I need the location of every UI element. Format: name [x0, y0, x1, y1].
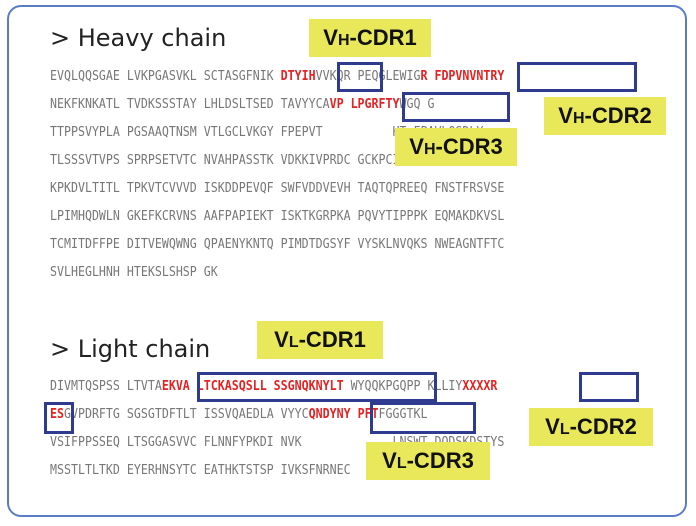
heavy-sequence-row: TCMITDFFPE DITVEWQWNG QPAENYKNTQ PIMDTDG… [50, 230, 600, 258]
heavy-sequence-row: KPKDVLTITL TPKVTCVVVD ISKDDPEVQF SWFVDDV… [50, 174, 600, 202]
light-sequence-segment: MSSTLTLTKD EYERHNSYTC EATHKTSTSP IVKSFNR… [50, 462, 351, 478]
vl-cdr3-label: VL-CDR3 [366, 442, 490, 480]
vh-cdr1-label: VH-CDR1 [309, 19, 431, 57]
vh-cdr2-label: VH-CDR2 [544, 97, 666, 135]
vl-cdr1-box [197, 372, 437, 402]
vh-cdr1-box [337, 62, 383, 92]
heavy-sequence-row: TTPPSVYPLA PGSAAQTNSM VTLGCLVKGY FPEPVT … [50, 118, 600, 146]
vh-cdr3-label: VH-CDR3 [395, 128, 517, 166]
vl-cdr2-box-b [44, 402, 74, 434]
heavy-sequence-segment: LPIMHQDWLN GKEFKCRVNS AAFPAPIEKT ISKTKGR… [50, 208, 505, 224]
light-cdr-sequence: ES [50, 406, 64, 422]
light-sequence-row: VSIFPPSSEQ LTSGGASVVC FLNNFYPKDI NVK LNS… [50, 428, 600, 456]
heavy-sequence-segment: VVKQR PEQGLEWIG [315, 68, 421, 84]
heavy-sequence-segment: TTPPSVYPLA PGSAAQTNSM VTLGCLVKGY FPEPVT [50, 124, 323, 140]
heavy-sequence-row: NEKFKNKATL TVDKSSSTAY LHLDSLTSED TAVYYCA… [50, 90, 600, 118]
heavy-cdr-sequence: R FDPVNVNTRY [420, 68, 505, 84]
light-sequence-segment: DIVMTQSPSS LTVTA [50, 378, 162, 394]
vl-cdr2-label: VL-CDR2 [529, 408, 653, 446]
heavy-sequence-segment: TCMITDFFPE DITVEWQWNG QPAENYKNTQ PIMDTDG… [50, 236, 505, 252]
light-sequence-segment: GVPDRFTG SGSGTDFTLT ISSVQAEDLA VYYC [63, 406, 309, 422]
vl-cdr3-box [370, 402, 476, 434]
light-sequence-row: DIVMTQSPSS LTVTAEKVA LTCKASQSLL SSGNQKNY… [50, 372, 600, 400]
heavy-chain-heading: > Heavy chain [50, 24, 227, 52]
light-sequence-segment: FGGGTKL [378, 406, 428, 422]
heavy-cdr-sequence: DTYIH [280, 68, 316, 84]
vl-cdr1-label: VL-CDR1 [257, 321, 383, 359]
light-chain-heading: > Light chain [50, 335, 211, 363]
light-cdr-sequence: XXXXR [462, 378, 498, 394]
vh-cdr2-box [517, 62, 637, 92]
light-sequence-row: ESGVPDRFTG SGSGTDFTLT ISSVQAEDLA VYYCQND… [50, 400, 600, 428]
heavy-cdr-sequence: VP LPGRFTY [329, 96, 400, 112]
light-cdr-sequence: QNDYNY PFT [308, 406, 379, 422]
light-chain-sequence: DIVMTQSPSS LTVTAEKVA LTCKASQSLL SSGNQKNY… [50, 372, 600, 484]
heavy-chain-sequence: EVQLQQSGAE LVKPGASVKL SCTASGFNIK DTYIHVV… [50, 62, 600, 286]
heavy-sequence-segment: EVQLQQSGAE LVKPGASVKL SCTASGFNIK [50, 68, 281, 84]
heavy-sequence-segment: NEKFKNKATL TVDKSSSTAY LHLDSLTSED TAVYYCA [50, 96, 330, 112]
heavy-sequence-row: SVLHEGLHNH HTEKSLSHSP GK [50, 258, 600, 286]
light-sequence-segment: VSIFPPSSEQ LTSGGASVVC FLNNFYPKDI NVK [50, 434, 302, 450]
heavy-sequence-segment: SVLHEGLHNH HTEKSLSHSP GK [50, 264, 218, 280]
heavy-sequence-segment: KPKDVLTITL TPKVTCVVVD ISKDDPEVQF SWFVDDV… [50, 180, 505, 196]
vh-cdr3-box [402, 92, 510, 122]
heavy-sequence-row: TLSSSVTVPS SPRPSETVTC NVAHPASSTK VDKKIVP… [50, 146, 600, 174]
heavy-sequence-row: EVQLQQSGAE LVKPGASVKL SCTASGFNIK DTYIHVV… [50, 62, 600, 90]
heavy-sequence-row: LPIMHQDWLN GKEFKCRVNS AAFPAPIEKT ISKTKGR… [50, 202, 600, 230]
light-sequence-row: MSSTLTLTKD EYERHNSYTC EATHKTSTSP IVKSFNR… [50, 456, 600, 484]
vl-cdr2-box-a [579, 372, 639, 402]
light-cdr-sequence: EKVA LTCKASQSLL SSGNQKNYLT [161, 378, 344, 394]
